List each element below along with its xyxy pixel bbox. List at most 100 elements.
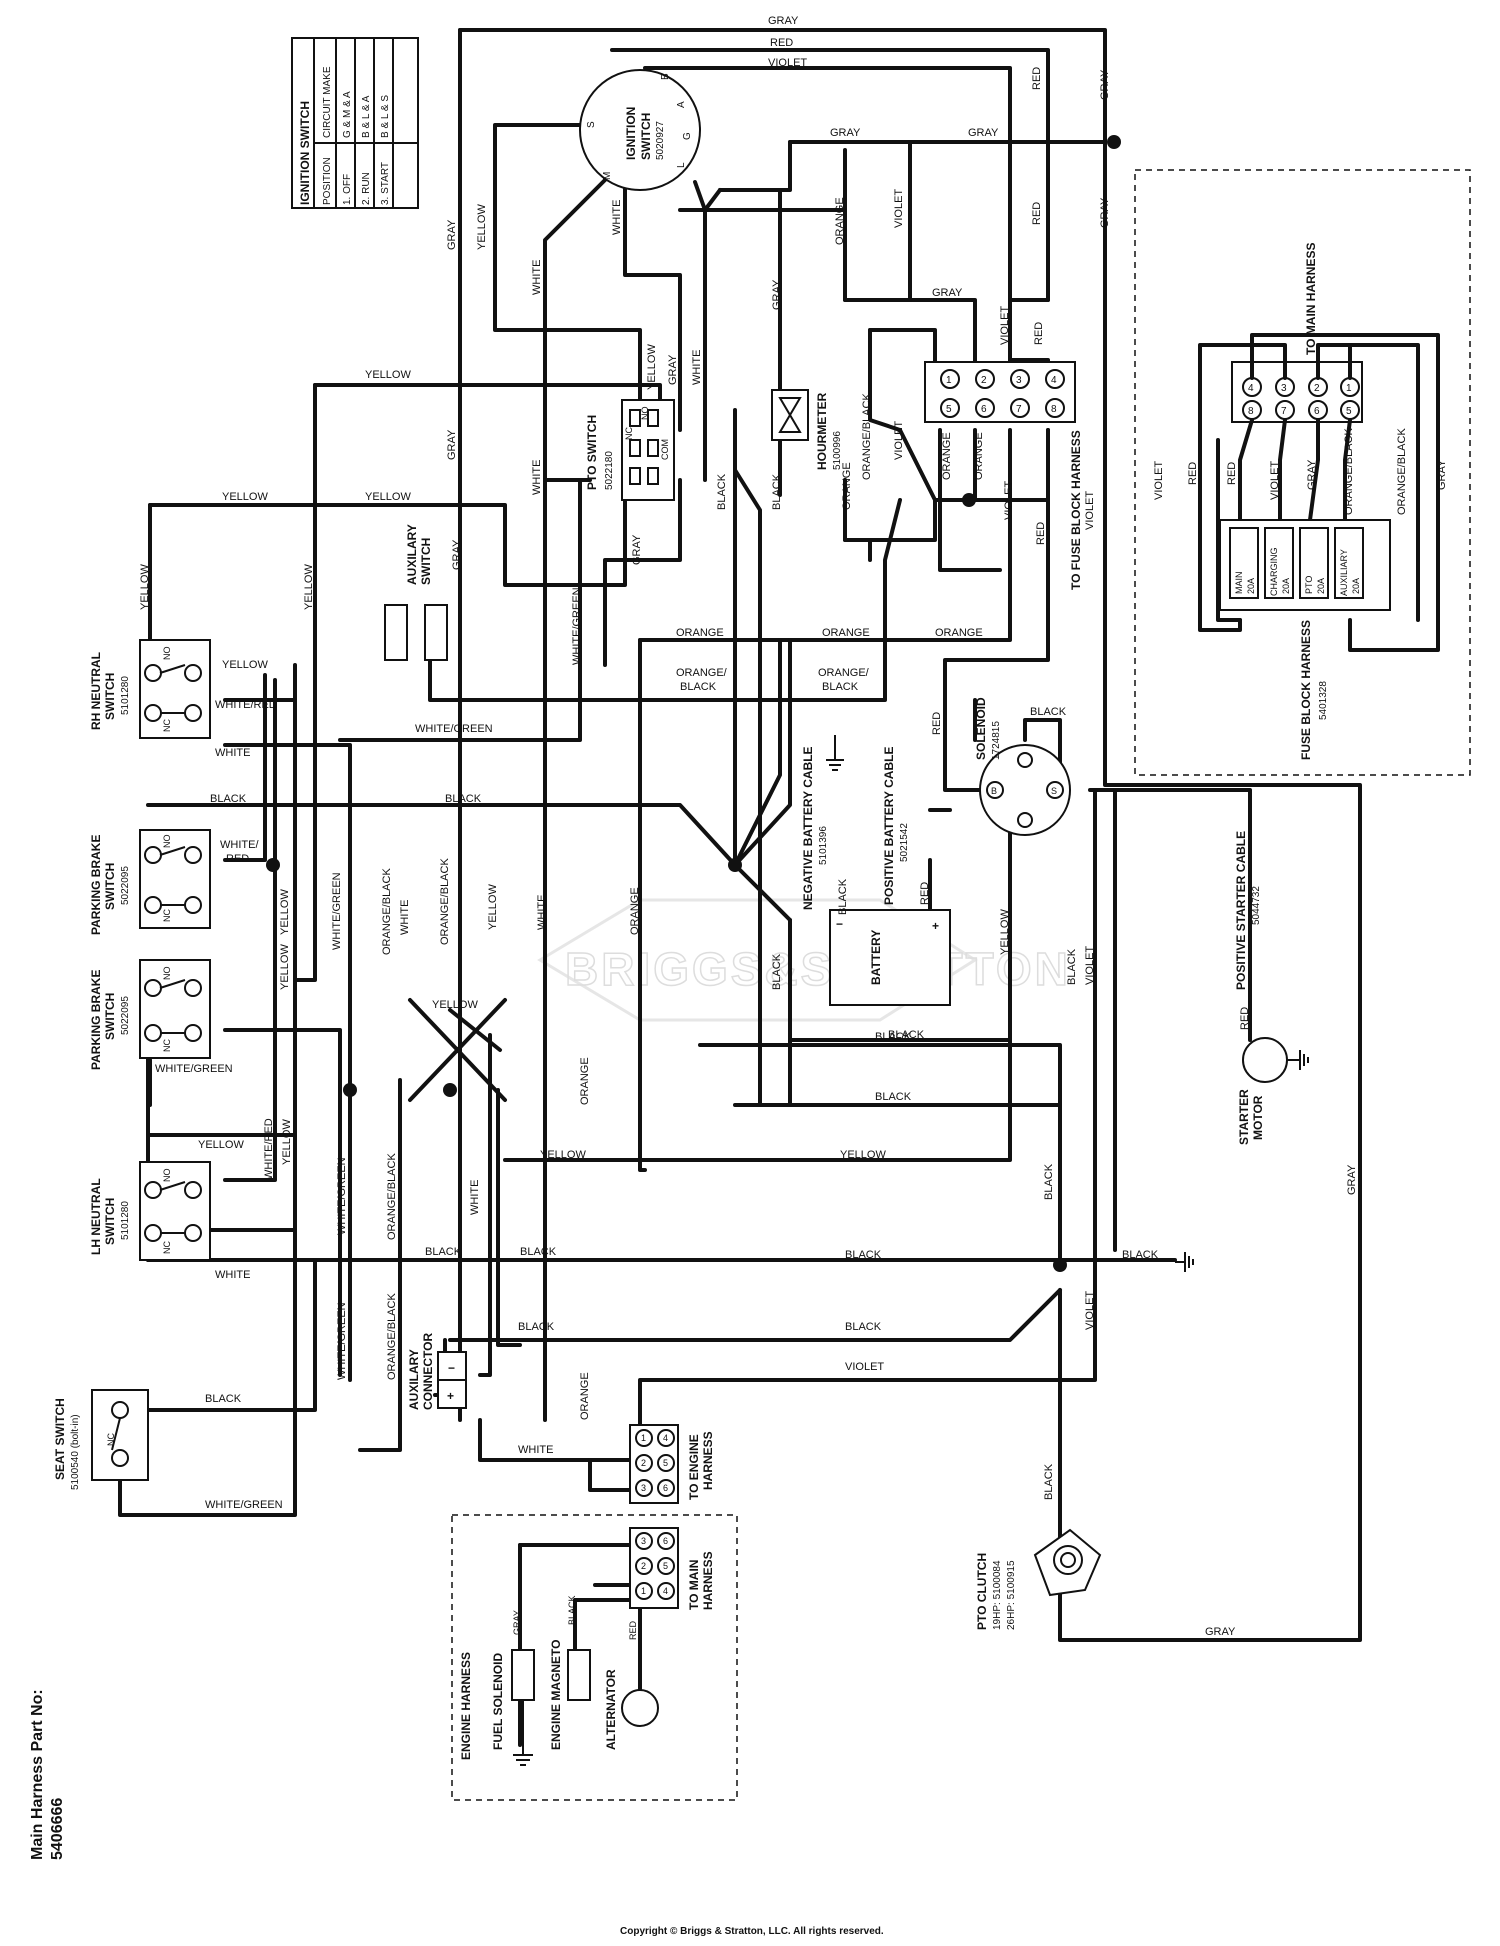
pb2-name: PARKING BRAKE: [89, 970, 103, 1070]
wl-gray-left: GRAY: [446, 219, 458, 250]
wl-white-green-1: WHITE/GREEN: [415, 723, 493, 735]
wl-white-green-2: WHITE/GREEN: [571, 587, 583, 665]
wl-gray-10: GRAY: [1205, 1626, 1236, 1638]
wl-violet-5: VIOLET: [1003, 481, 1015, 520]
main-connector-bottom-pins: 5 6 7 8: [940, 398, 1065, 418]
wl-yellow-9: YELLOW: [279, 889, 291, 935]
pb1-nc: NC: [162, 909, 172, 922]
lh-name2: SWITCH: [103, 1198, 117, 1245]
fuse-bottom-pin-6: 6: [1314, 406, 1320, 417]
wl-orange-black-1: ORANGE/BLACK: [861, 393, 873, 480]
main-pin-6: 6: [981, 404, 987, 415]
fuse-charging-amps: 20A: [1281, 578, 1291, 594]
wl-yellow-14: YELLOW: [281, 1119, 293, 1165]
wl-black-4: BLACK: [445, 793, 482, 805]
wl-white-2: WHITE: [611, 200, 623, 235]
eh-wire-gray: GRAY: [512, 1610, 522, 1635]
to-fuse-block-label: TO FUSE BLOCK HARNESS: [1069, 430, 1083, 590]
wl-black-slash-2: BLACK: [822, 681, 859, 693]
wl-red-3: RED: [1033, 322, 1045, 345]
starter-cable-name: POSITIVE STARTER CABLE: [1234, 831, 1248, 990]
copyright: Copyright © Briggs & Stratton, LLC. All …: [620, 1926, 884, 1937]
pb2-name2: SWITCH: [103, 993, 117, 1040]
lh-nc: NC: [162, 1241, 172, 1254]
aux-switch-name: AUXILARY: [405, 524, 419, 585]
wl-white-green-5: WHITE/GREEN: [336, 1157, 348, 1235]
aux-minus: −: [448, 1361, 455, 1375]
rh-neutral-switch: NO NC RH NEUTRAL SWITCH 5101280: [89, 639, 211, 739]
wl-black-2: BLACK: [771, 473, 783, 510]
wl-white-red-2: WHITE/RED: [263, 1118, 275, 1180]
title-line2: 5406666: [49, 1798, 66, 1860]
wl-orange-black-5: ORANGE/BLACK: [386, 1293, 398, 1380]
fuse-aux-amps: 20A: [1351, 578, 1361, 594]
pos-cable-part: 5021542: [899, 823, 910, 862]
solenoid-s: S: [1051, 786, 1057, 796]
ignition-switch-part: 5020927: [655, 121, 666, 160]
rh-nc: NC: [162, 719, 172, 732]
pto-clutch: PTO CLUTCH 19HP: 5100084 26HP: 5100915: [975, 1528, 1102, 1630]
wl-orange-slash-2: ORANGE/: [818, 667, 870, 679]
wl-yellow-6: YELLOW: [139, 564, 151, 610]
wl-orange-slash-1: ORANGE/: [676, 667, 728, 679]
wl-orange-black-2: ORANGE/BLACK: [381, 868, 393, 955]
neg-cable-name: NEGATIVE BATTERY CABLE: [801, 746, 815, 910]
wl-gray-4: GRAY: [932, 287, 963, 299]
ignition-table-row-2-circuit: B & L & A: [361, 95, 372, 138]
splice-dots: [266, 135, 1121, 1272]
fuse-charging-name: CHARGING: [1269, 547, 1279, 596]
wl-black-9: BLACK: [1043, 1163, 1055, 1200]
main-pin-7: 7: [1016, 404, 1022, 415]
lh-name: LH NEUTRAL: [89, 1178, 103, 1255]
wl-black-7: BLACK: [875, 1031, 912, 1043]
pto-switch-part: 5022180: [604, 451, 615, 490]
eh-pin-1: 1: [641, 1586, 646, 1596]
wl-black-19: BLACK: [837, 878, 849, 915]
watermark-text: BRIGGS&STRATTON: [565, 943, 1071, 995]
main-pin-3: 3: [1016, 375, 1022, 386]
wl-yellow-10: YELLOW: [279, 944, 291, 990]
wl-black-slash-1: BLACK: [680, 681, 717, 693]
wl-black-17: BLACK: [1043, 1463, 1055, 1500]
wl-white-slash-1: WHITE/: [220, 839, 259, 851]
main-pin-2: 2: [981, 375, 987, 386]
solenoid-b: B: [991, 786, 997, 796]
ignition-table-row-3-position: 3. START: [380, 162, 391, 205]
wl-orange-black-3: ORANGE/BLACK: [439, 858, 451, 945]
wl-orange-8: ORANGE: [629, 887, 641, 935]
wl-black-20: BLACK: [888, 1029, 925, 1041]
ground-symbols: [1175, 1252, 1194, 1272]
eh-pin-3: 3: [641, 1536, 646, 1546]
eh-wire-red: RED: [628, 1620, 638, 1640]
eh-wire-black: BLACK: [567, 1595, 577, 1625]
wl-yellow-12: YELLOW: [999, 909, 1011, 955]
pto-switch-name: PTO SWITCH: [585, 415, 599, 490]
fuse-bottom-pin-7: 7: [1281, 406, 1287, 417]
wl-yellow-8: YELLOW: [222, 659, 268, 671]
wl-black-18: BLACK: [1030, 706, 1067, 718]
wl-fb-orange-black-2: ORANGE/BLACK: [1396, 428, 1408, 515]
wl-gray-6: GRAY: [667, 354, 679, 385]
fuse-pto-name: PTO: [1304, 576, 1314, 594]
starter-name: STARTER: [1237, 1089, 1251, 1145]
eh-engine-magneto: ENGINE MAGNETO: [549, 1640, 563, 1750]
wl-fb-gray-2: GRAY: [1436, 459, 1448, 490]
fuse-main-amps: 20A: [1246, 578, 1256, 594]
eh-pin-6: 6: [663, 1536, 668, 1546]
ignition-table-row-2-position: 2. RUN: [361, 172, 372, 205]
wl-gray-5: GRAY: [771, 279, 783, 310]
wl-orange-9: ORANGE: [579, 1057, 591, 1105]
eh-to-main: TO MAIN: [687, 1560, 701, 1610]
wl-black-10: BLACK: [425, 1246, 462, 1258]
parking-brake-switch-2: NO NC PARKING BRAKE SWITCH 5022095: [89, 959, 211, 1070]
ignition-table-header-position: POSITION: [322, 157, 333, 205]
wl-fb-red-1: RED: [1187, 462, 1199, 485]
lh-no: NO: [162, 1169, 172, 1183]
ignition-terminal-s: S: [586, 121, 597, 128]
wl-white-green-7: WHITE/GREEN: [205, 1499, 283, 1511]
wires: [118, 28, 1362, 1747]
wl-gray-11: GRAY: [1346, 1164, 1358, 1195]
ignition-switch: IGNITION SWITCH 5020927 S M B A G L: [579, 69, 701, 191]
seat-part: 5100540 (bolt-in): [70, 1414, 81, 1490]
main-pin-4: 4: [1051, 375, 1057, 386]
